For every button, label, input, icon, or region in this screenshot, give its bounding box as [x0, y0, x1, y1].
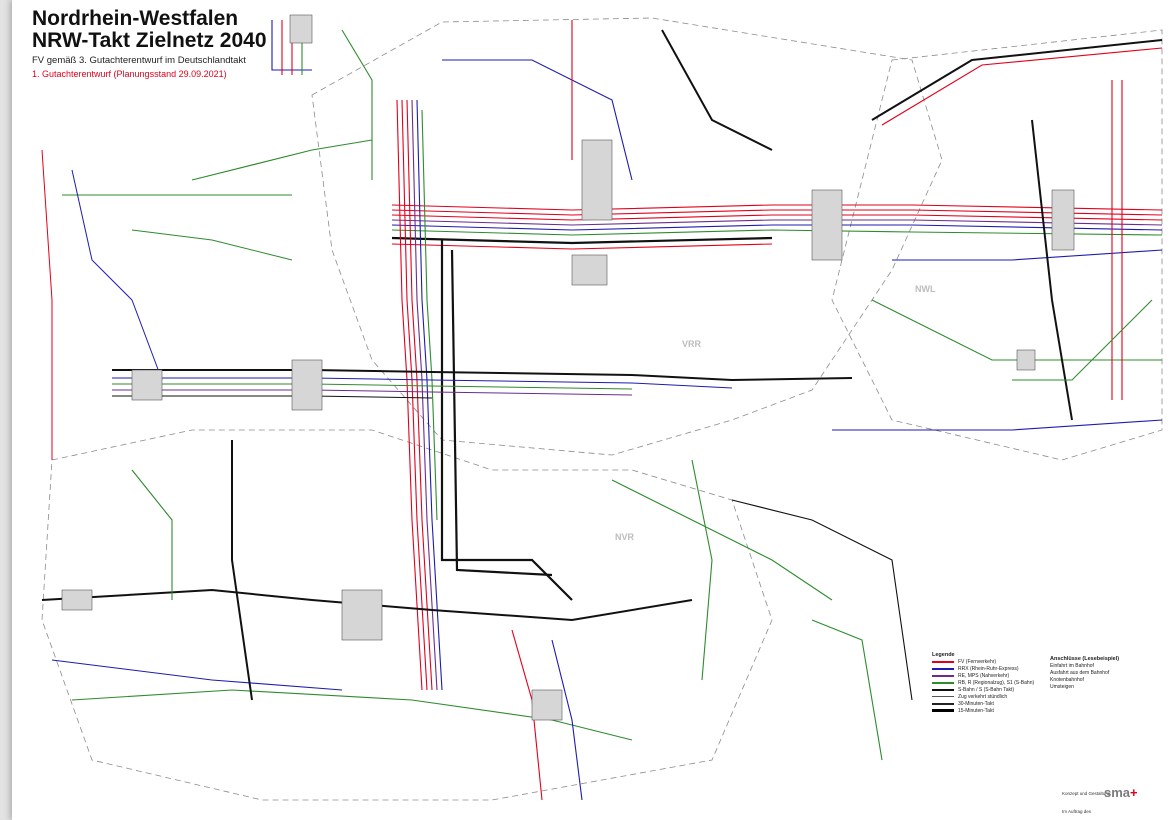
region-label-nwl: NWL	[915, 284, 936, 294]
region-label-vrr: VRR	[682, 339, 702, 349]
west-corridor	[112, 369, 853, 399]
station-node	[291, 359, 323, 411]
sma-logo: sma+	[1104, 785, 1138, 800]
region-boundaries	[41, 17, 1163, 801]
legend-item: 30-Minuten-Takt	[932, 700, 1162, 707]
station-node	[571, 254, 608, 286]
station-node	[1051, 189, 1075, 251]
station-nodes	[61, 14, 1075, 721]
nvr-boundary	[41, 429, 773, 801]
legend-item: 15-Minuten-Takt	[932, 707, 1162, 714]
legend-item: Zug verkehrt stündlich	[932, 693, 1162, 700]
nwl-boundary	[831, 29, 1163, 461]
trunk-corridor	[391, 204, 1163, 250]
legend-title: Legende	[932, 652, 955, 658]
map-title: Nordrhein-Westfalen	[32, 7, 239, 30]
station-node	[811, 189, 843, 261]
client-label: Im Auftrag des	[1062, 809, 1092, 814]
map-title-block: Nordrhein-Westfalen NRW-Takt Zielnetz 20…	[32, 7, 267, 80]
station-node	[289, 14, 313, 44]
legend-item: RB, R (Regionalzug), S1 (S-Bahn)	[932, 679, 1162, 686]
legend-item: RRX (Rhein-Ruhr-Express)	[932, 665, 1162, 672]
credit-label: Konzept und Gestaltung:	[1062, 791, 1112, 796]
region-label-nvr: NVR	[615, 532, 635, 542]
legend-item: RE, MPS (Nahverkehr)	[932, 672, 1162, 679]
map-title-sub: NRW-Takt Zielnetz 2040	[32, 29, 267, 52]
map-sheet: VRR NVR NWL Nordrhein-Westfalen NRW-Takt…	[12, 0, 1170, 820]
station-node	[1016, 349, 1036, 371]
station-node	[61, 589, 93, 611]
station-node	[531, 689, 563, 721]
legend-item: FV (Fernverkehr)	[932, 658, 1162, 665]
east-lines	[832, 39, 1163, 431]
rail-network-map: VRR NVR NWL	[41, 14, 1163, 801]
station-node	[341, 589, 383, 641]
planning-status: 1. Gutachterentwurf (Planungsstand 29.09…	[32, 69, 227, 79]
legend-item: S-Bahn / S (S-Bahn Takt)	[932, 686, 1162, 693]
station-node	[131, 369, 163, 401]
west-lines	[41, 149, 293, 460]
south-lines	[41, 440, 913, 801]
vrr-boundary	[311, 17, 943, 456]
logo-plus-icon: +	[1130, 785, 1138, 800]
north-lines	[62, 20, 773, 196]
station-node	[581, 139, 613, 221]
legend: Legende FV (Fernverkehr) RRX (Rhein-Ruhr…	[932, 652, 1162, 817]
map-subtitle: FV gemäß 3. Gutachterentwurf im Deutschl…	[32, 55, 246, 66]
legend-connections: Anschlüsse (Lesebeispiel) Einfahrt im Ba…	[1050, 656, 1120, 690]
rhine-axis	[396, 99, 573, 691]
